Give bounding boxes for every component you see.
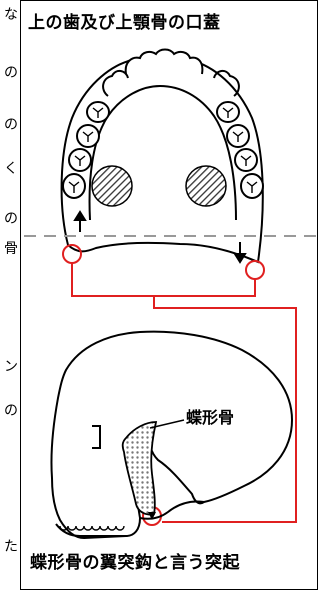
- incisor-teeth: [126, 50, 203, 75]
- sphenoid-bone: [123, 422, 156, 515]
- left-hatched-circle: [92, 166, 132, 206]
- eye-socket: [92, 426, 100, 448]
- skull-lateral: [51, 332, 292, 538]
- right-hatched-circle: [186, 166, 226, 206]
- maxilla-palate: [62, 50, 263, 263]
- right-highlight-circle: [246, 261, 264, 279]
- skull-outline: [51, 332, 292, 538]
- highlight-connectors: [63, 245, 296, 525]
- figure-caption: 蝶形骨の翼突鈎と言う突起: [30, 548, 240, 573]
- teeth-bumps: [60, 526, 124, 530]
- page-title: 上の歯及び上顎骨の口蓋: [28, 8, 221, 33]
- sphenoid-label: 蝶形骨: [186, 404, 234, 428]
